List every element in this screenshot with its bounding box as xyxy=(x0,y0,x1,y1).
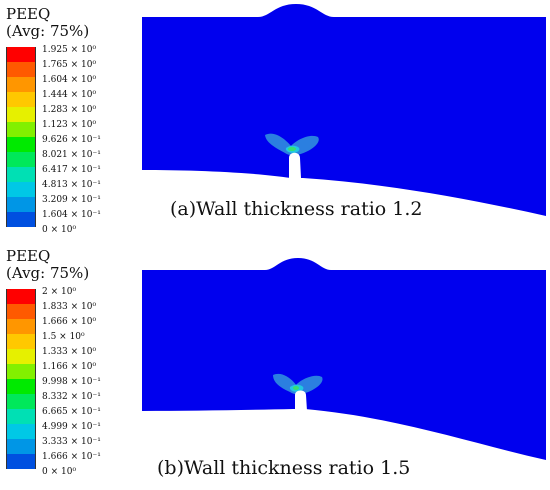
figure-panel-b: PEEQ (Avg: 75%) 2 × 10⁰ 1.833 × 10⁰ 1.66… xyxy=(0,245,550,490)
legend-band xyxy=(6,319,36,334)
legend-band xyxy=(6,107,36,122)
legend-tick-label: 9.626 × 10⁻¹ xyxy=(42,135,101,145)
legend-variable-name: PEEQ xyxy=(6,247,51,265)
legend-band xyxy=(6,364,36,379)
legend-tick-label: 1.166 × 10⁰ xyxy=(42,362,97,372)
legend-tick-label: 4.813 × 10⁻¹ xyxy=(42,180,101,190)
peeq-contour-plot xyxy=(142,258,546,460)
legend-band xyxy=(6,454,36,469)
legend-tick-label: 2 × 10⁰ xyxy=(42,287,77,297)
legend-tick-label: 1.333 × 10⁰ xyxy=(42,347,97,357)
legend-tick-label: 0 × 10⁰ xyxy=(42,467,77,477)
strain-zone-outer xyxy=(265,133,319,156)
strain-zone-peak xyxy=(293,386,299,390)
pipe-wall-section xyxy=(142,4,546,216)
crack-notch xyxy=(289,152,301,178)
legend-band xyxy=(6,424,36,439)
legend-tick-label: 8.021 × 10⁻¹ xyxy=(42,150,101,160)
legend-tick-label: 1.444 × 10⁰ xyxy=(42,90,97,100)
crack-notch xyxy=(295,390,307,411)
legend-title: PEEQ (Avg: 75%) xyxy=(6,6,89,40)
legend-tick-label: 1.604 × 10⁰ xyxy=(42,75,97,85)
legend-averaging-note: (Avg: 75%) xyxy=(6,22,90,40)
legend-band xyxy=(6,379,36,394)
legend-band xyxy=(6,182,36,197)
legend-tick-label: 1.666 × 10⁻¹ xyxy=(42,452,101,462)
figure-panel-a: PEEQ (Avg: 75%) 1.925 × 10⁰ 1.765 × 10⁰ … xyxy=(6,4,546,235)
strain-zone-outer xyxy=(273,373,323,395)
peeq-contour-plot xyxy=(142,4,546,216)
legend-tick-label: 9.998 × 10⁻¹ xyxy=(42,377,101,387)
legend-band xyxy=(6,167,36,182)
legend-band xyxy=(6,304,36,319)
legend-variable-name: PEEQ xyxy=(6,5,51,23)
legend-band xyxy=(6,152,36,167)
legend-band xyxy=(6,77,36,92)
pipe-wall-section xyxy=(142,258,546,460)
legend-tick-label: 8.332 × 10⁻¹ xyxy=(42,392,101,402)
legend-tick-label: 6.665 × 10⁻¹ xyxy=(42,407,101,417)
legend-averaging-note: (Avg: 75%) xyxy=(6,264,90,282)
figure-caption: (a)Wall thickness ratio 1.2 xyxy=(170,198,423,220)
figure-caption: (b)Wall thickness ratio 1.5 xyxy=(157,457,411,479)
legend-tick-label: 1.833 × 10⁰ xyxy=(42,302,97,312)
legend-band xyxy=(6,62,36,77)
legend-band xyxy=(6,137,36,152)
legend-band xyxy=(6,92,36,107)
legend-tick-label: 1.925 × 10⁰ xyxy=(42,45,97,55)
legend-band xyxy=(6,122,36,137)
legend-tick-label: 1.604 × 10⁻¹ xyxy=(42,210,101,220)
legend-band xyxy=(6,349,36,364)
legend-title: PEEQ (Avg: 75%) xyxy=(6,248,89,282)
legend-tick-label: 6.417 × 10⁻¹ xyxy=(42,165,101,175)
strain-zone-peak xyxy=(288,147,296,151)
legend-band xyxy=(6,289,36,304)
legend-tick-label: 0 × 10⁰ xyxy=(42,225,77,235)
legend-band xyxy=(6,212,36,227)
legend-tick-label: 1.123 × 10⁰ xyxy=(42,120,97,130)
legend-tick-label: 1.283 × 10⁰ xyxy=(42,105,97,115)
legend-tick-label: 3.209 × 10⁻¹ xyxy=(42,195,101,205)
legend-band xyxy=(6,334,36,349)
legend-tick-label: 1.666 × 10⁰ xyxy=(42,317,97,327)
legend-tick-label: 1.5 × 10⁰ xyxy=(42,332,85,342)
legend-band xyxy=(6,394,36,409)
legend-band xyxy=(6,47,36,62)
legend-tick-label: 1.765 × 10⁰ xyxy=(42,60,97,70)
legend-band xyxy=(6,409,36,424)
legend-tick-label: 3.333 × 10⁻¹ xyxy=(42,437,101,447)
legend-band xyxy=(6,439,36,454)
legend-tick-label: 4.999 × 10⁻¹ xyxy=(42,422,101,432)
legend-band xyxy=(6,197,36,212)
